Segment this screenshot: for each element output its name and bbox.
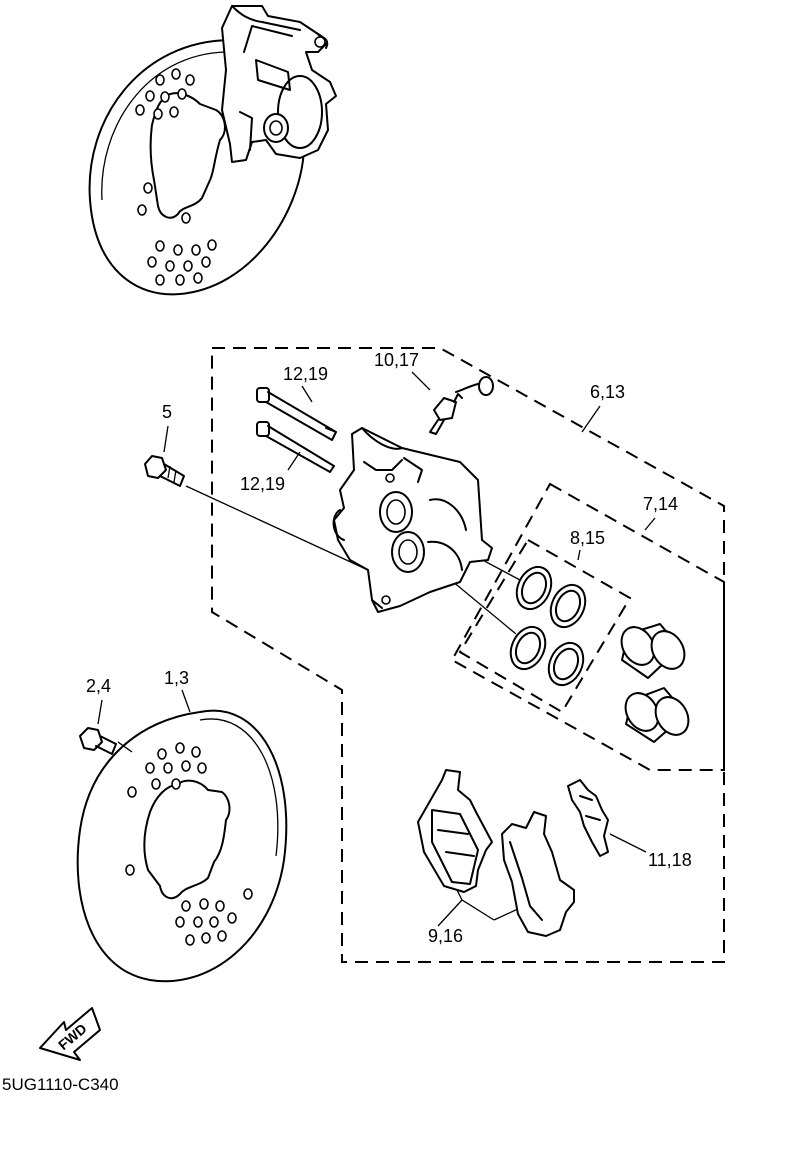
disc-holes-top xyxy=(135,68,217,286)
disc-holes-bottom xyxy=(125,742,253,946)
label-pad-spring: 11,18 xyxy=(648,850,692,870)
label-disc-bolt: 2,4 xyxy=(86,676,111,696)
caliper-assy-boundary xyxy=(211,347,725,963)
label-caliper-pin-lower: 12,19 xyxy=(240,474,285,494)
piston-kit-boundary xyxy=(450,482,725,771)
label-caliper-pin-upper: 12,19 xyxy=(283,364,328,384)
caliper-pin-upper xyxy=(256,387,337,441)
assembled-brake-illustration xyxy=(88,5,337,296)
pistons xyxy=(620,623,690,743)
label-piston-kit: 7,14 xyxy=(643,494,678,514)
label-bleed-screw: 10,17 xyxy=(374,350,419,370)
forward-direction-arrow: FWD xyxy=(39,1007,101,1061)
diagram-code: 5UG1110-C340 xyxy=(2,1075,119,1094)
caliper-body xyxy=(332,427,493,613)
seal-kit-boundary xyxy=(458,538,632,714)
disc-bolt xyxy=(79,727,117,755)
label-brake-disc: 1,3 xyxy=(164,668,189,688)
label-caliper-bolt: 5 xyxy=(162,402,172,422)
pad-spring xyxy=(567,779,609,857)
caliper-pin-lower xyxy=(256,421,335,473)
piston-seals xyxy=(509,565,587,687)
label-seal-kit: 8,15 xyxy=(570,528,605,548)
callout-labels: 12,19 10,17 6,13 5 12,19 7,14 8,15 2,4 1… xyxy=(86,350,692,946)
caliper-bolt xyxy=(144,455,185,487)
brake-pads xyxy=(417,769,575,937)
label-caliper-assembly: 6,13 xyxy=(590,382,625,402)
brake-disc xyxy=(76,709,288,983)
assembled-caliper xyxy=(221,5,337,163)
label-brake-pad-kit: 9,16 xyxy=(428,926,463,946)
bleed-screw xyxy=(429,376,494,435)
